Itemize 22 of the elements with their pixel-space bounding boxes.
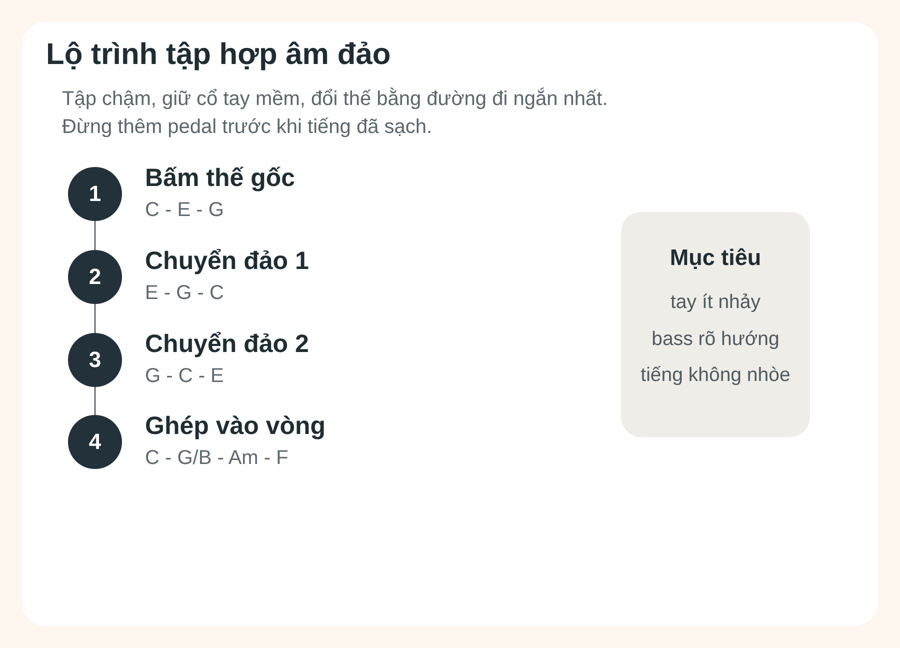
- goal-item: tiếng không nhòe: [640, 363, 790, 388]
- chord-notes: C - G/B - Am - F: [145, 446, 290, 471]
- note-text: Tập chậm, giữ cổ tay mềm, đổi thế bằng đường đi ngắn nhất.: [62, 86, 608, 112]
- step-number-circle: 4: [68, 415, 122, 469]
- connector-line: [94, 221, 96, 250]
- chord-notes: G - C - E: [145, 364, 225, 389]
- connector-line: [94, 304, 96, 333]
- chord-notes: C - E - G: [145, 198, 225, 223]
- step-number-circle: 1: [68, 167, 122, 221]
- step-title: Chuyển đảo 1: [145, 246, 309, 276]
- step-number-circle: 2: [68, 250, 122, 304]
- chord-notes: E - G - C: [145, 281, 225, 306]
- connector-line: [94, 387, 96, 415]
- goal-item: tay ít nhảy: [670, 290, 760, 315]
- step-title: Ghép vào vòng: [145, 411, 326, 441]
- step-title: Bấm thế gốc: [145, 163, 296, 193]
- note-text: Đừng thêm pedal trước khi tiếng đã sạch.: [62, 115, 434, 140]
- diagram-title: Lộ trình tập hợp âm đảo: [46, 37, 391, 73]
- step-title: Chuyển đảo 2: [145, 329, 309, 359]
- goal-item: bass rõ hướng: [652, 326, 780, 352]
- goal-heading: Mục tiêu: [670, 244, 762, 272]
- step-number-circle: 3: [68, 333, 122, 387]
